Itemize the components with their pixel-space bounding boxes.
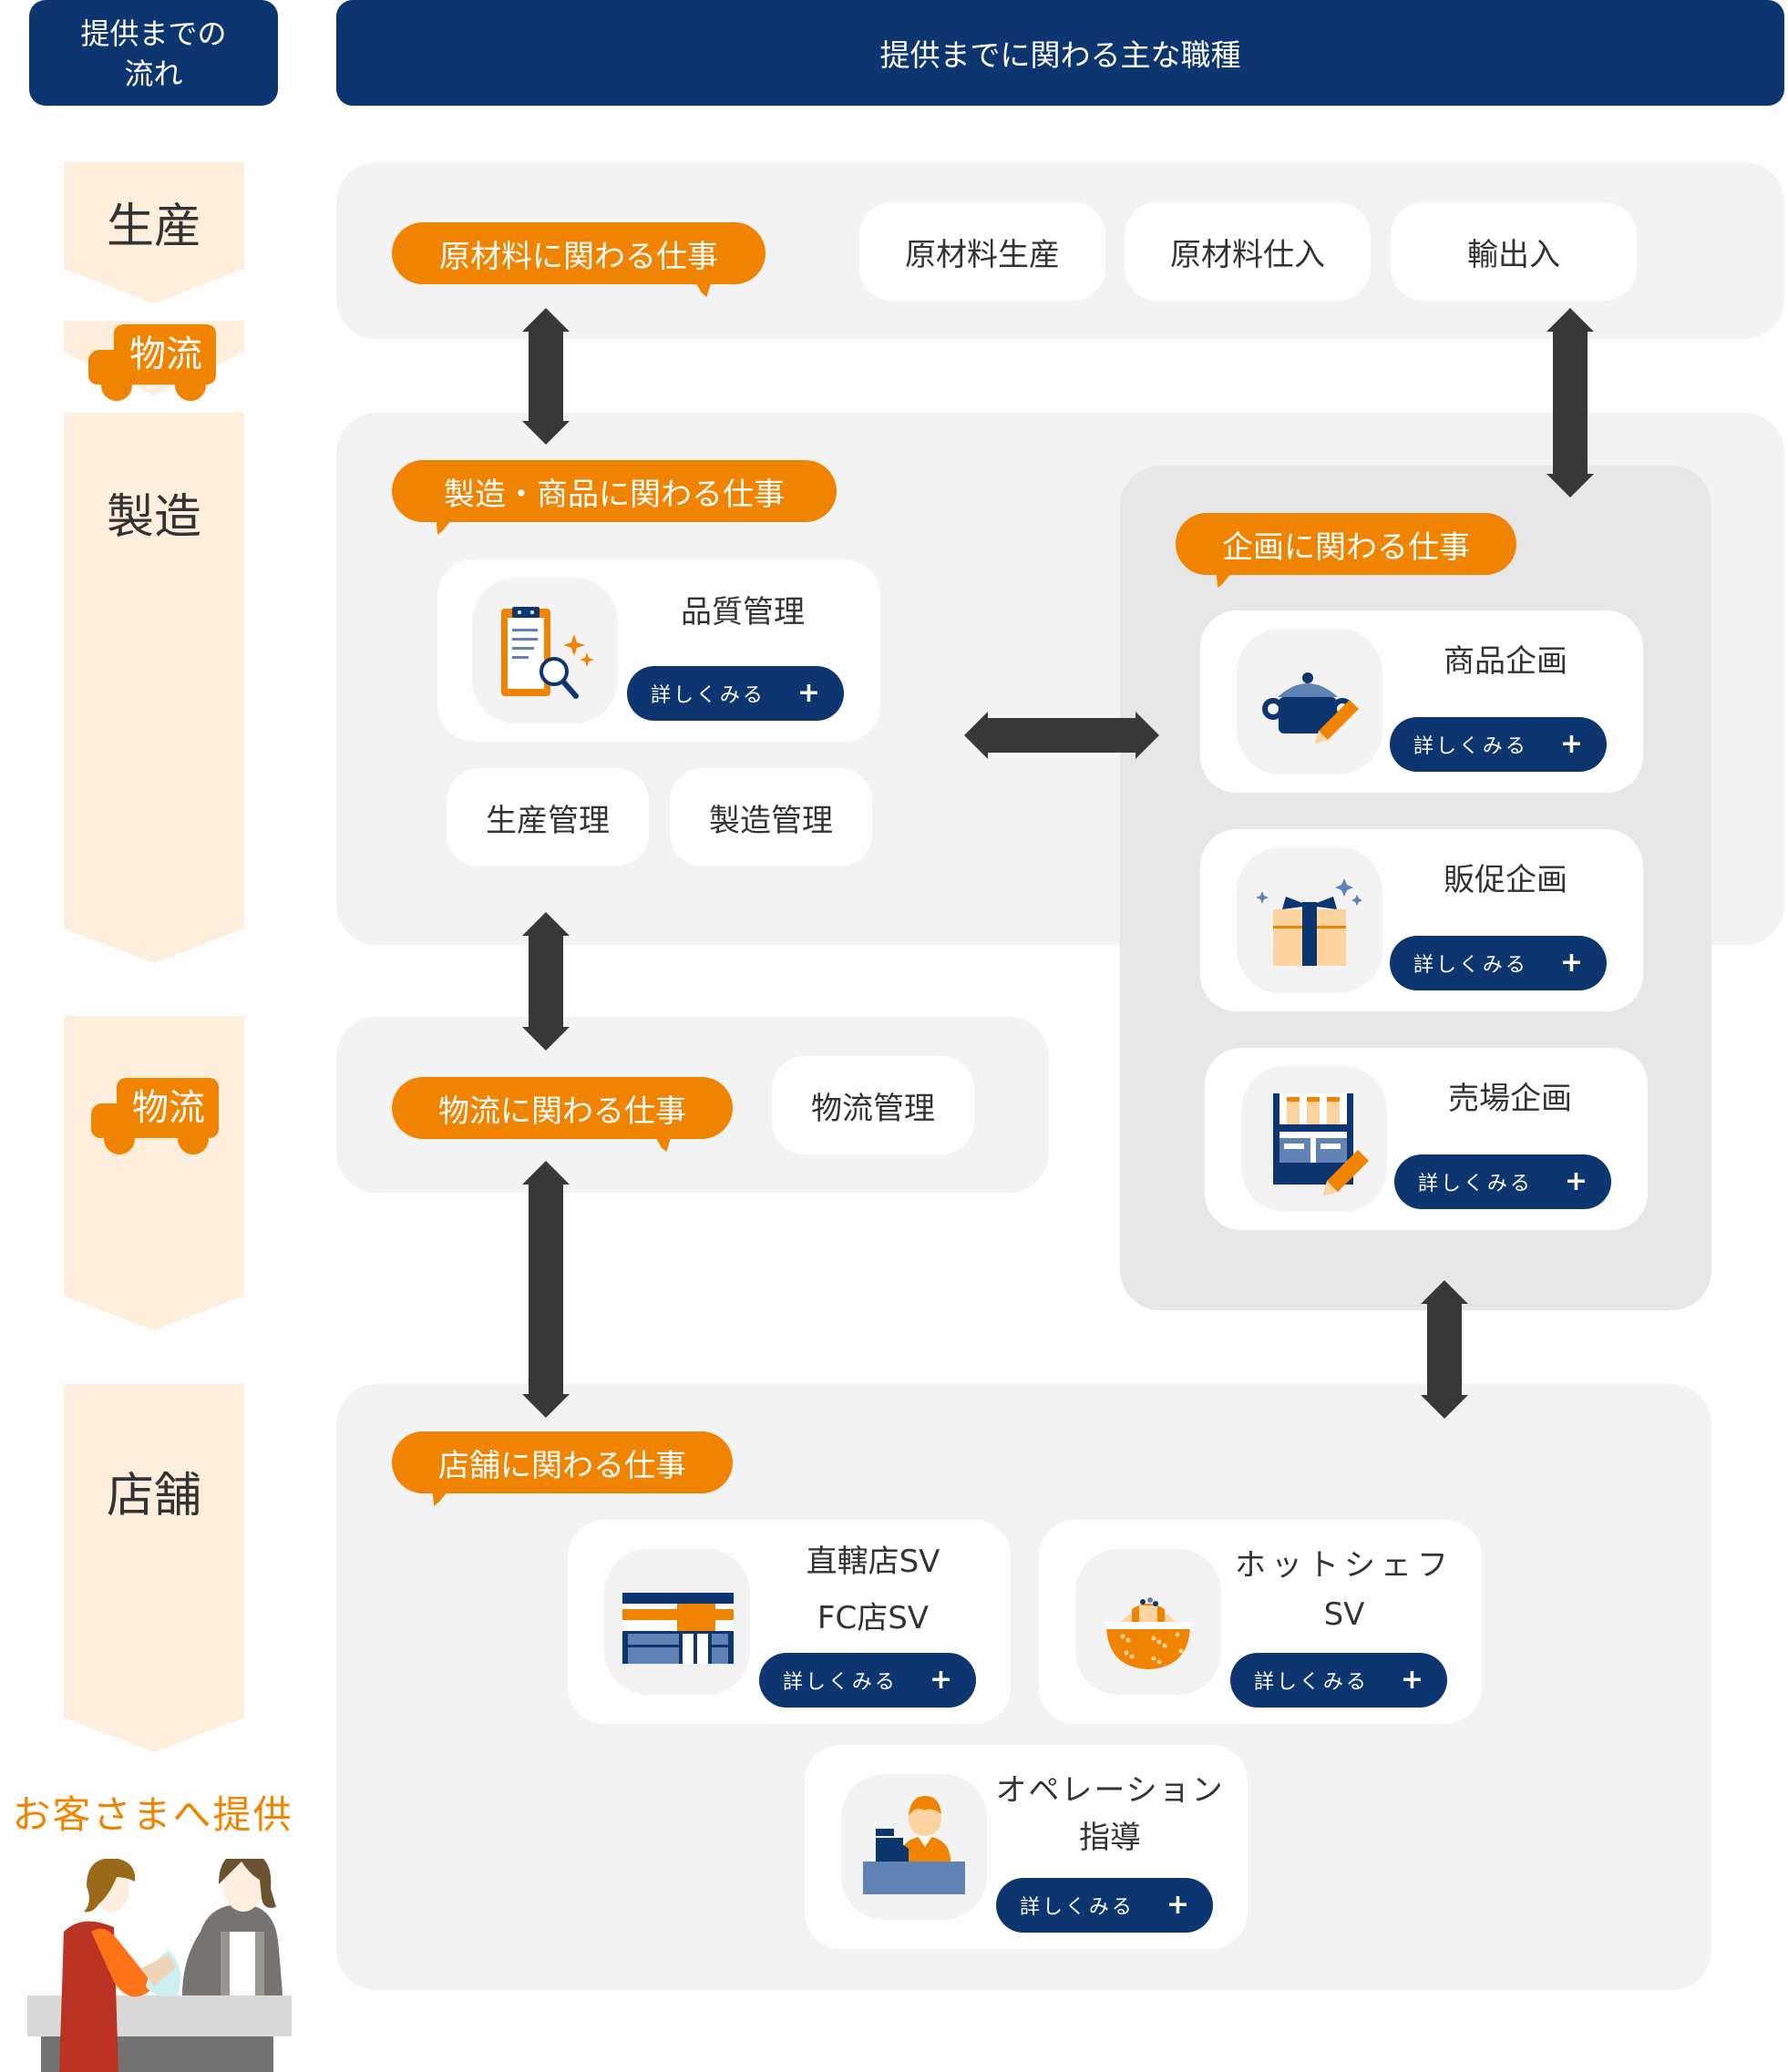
clipboard-magnifier-icon (472, 578, 618, 723)
stage-production: 生産 (64, 162, 244, 303)
manufacturing-bubble-label: 製造・商品に関わる仕事 (444, 476, 785, 513)
jobs-header-title: 提供までに関わる主な職種 (879, 37, 1241, 73)
stage-store-label: 店舗 (106, 1469, 201, 1523)
stage-manufacturing-label: 製造 (106, 490, 201, 545)
truck-icon: 物流 (88, 324, 216, 406)
job-card-title: 販促企画 (1444, 862, 1567, 898)
arrow-planning-to-store (1421, 1280, 1468, 1419)
plus-icon: + (1559, 947, 1583, 979)
arrow-manufacturing-to-planning (964, 712, 1159, 759)
logistics-bubble: 物流に関わる仕事 (392, 1077, 733, 1152)
stage-store: 店舗 (64, 1384, 244, 1752)
customer-label: お客さまへ提供 (12, 1792, 293, 1837)
pill-label: 輸出入 (1467, 236, 1560, 273)
more-button-product-planning[interactable]: 詳しくみる + (1390, 717, 1607, 772)
plus-icon: + (1166, 1889, 1189, 1921)
job-card-title-line1: ホットシェフ (1235, 1547, 1454, 1584)
store-bubble-label: 店舗に関わる仕事 (438, 1447, 686, 1484)
food-bowl-icon (1075, 1549, 1221, 1695)
job-card-title: 売場企画 (1448, 1081, 1572, 1117)
more-button-label: 詳しくみる (1413, 735, 1528, 758)
storefront-icon (604, 1549, 750, 1695)
job-card-title-line2: SV (1323, 1596, 1365, 1633)
logistics-bubble-label: 物流に関わる仕事 (438, 1092, 686, 1130)
job-card-promotion-planning: 販促企画 詳しくみる + (1200, 829, 1643, 1011)
more-button-label: 詳しくみる (651, 684, 766, 707)
job-card-title-line2: FC店SV (817, 1600, 930, 1636)
more-button-label: 詳しくみる (1254, 1671, 1369, 1694)
job-pill-manufacturing-control[interactable]: 製造管理 (670, 768, 872, 867)
pill-label: 物流管理 (811, 1090, 935, 1127)
job-card-title-line1: 直轄店SV (806, 1544, 940, 1580)
planning-bubble: 企画に関わる仕事 (1176, 513, 1516, 588)
job-card-sales-floor-planning: 売場企画 詳しくみる + (1205, 1048, 1648, 1230)
flow-header: 提供までの 流れ (29, 0, 278, 106)
plus-icon: + (1559, 728, 1583, 760)
pot-pencil-icon (1237, 629, 1382, 774)
plus-icon: + (929, 1664, 952, 1696)
pill-label: 製造管理 (709, 802, 833, 839)
more-button-quality-control[interactable]: 詳しくみる + (627, 666, 844, 721)
job-pill-logistics-management[interactable]: 物流管理 (772, 1056, 974, 1154)
job-pill-raw-material-purchasing[interactable]: 原材料仕入 (1125, 202, 1371, 301)
job-card-title: 商品企画 (1444, 643, 1567, 680)
job-card-title-line2: 指導 (1079, 1820, 1141, 1856)
pill-label: 原材料仕入 (1170, 236, 1325, 273)
job-card-quality-control: 品質管理 詳しくみる + (437, 559, 880, 742)
more-button-label: 詳しくみる (1413, 954, 1528, 977)
pill-label: 生産管理 (486, 802, 610, 839)
job-card-hot-chef-sv: ホットシェフ SV 詳しくみる + (1039, 1520, 1482, 1724)
job-card-operation-guidance: オペレーション 指導 詳しくみる + (805, 1745, 1248, 1949)
arrow-manufacturing-to-logistics (522, 912, 570, 1051)
arrow-raw-to-manufacturing (522, 308, 570, 445)
job-pill-production-control[interactable]: 生産管理 (447, 768, 649, 867)
job-card-title-line1: オペレーション (995, 1772, 1225, 1809)
jobs-header: 提供までに関わる主な職種 (336, 0, 1784, 106)
stage-logistics (64, 1016, 244, 1330)
arrow-logistics-to-store (522, 1161, 570, 1418)
more-button-sales-floor-planning[interactable]: 詳しくみる + (1394, 1154, 1611, 1209)
stage-production-label: 生産 (106, 200, 201, 254)
shelf-pencil-icon (1241, 1066, 1387, 1212)
flow-header-line1: 提供までの (80, 16, 227, 51)
raw-materials-bubble: 原材料に関わる仕事 (392, 222, 766, 297)
customer-service-illustration (27, 1859, 292, 2072)
more-button-hot-chef-sv[interactable]: 詳しくみる + (1230, 1653, 1447, 1708)
job-pill-raw-material-production[interactable]: 原材料生産 (859, 202, 1105, 301)
more-button-store-sv[interactable]: 詳しくみる + (759, 1653, 976, 1708)
truck-label: 物流 (129, 333, 202, 375)
store-bubble: 店舗に関わる仕事 (392, 1431, 733, 1506)
raw-materials-bubble-label: 原材料に関わる仕事 (439, 238, 718, 275)
cashier-icon (841, 1774, 987, 1920)
job-pill-import-export[interactable]: 輸出入 (1391, 202, 1637, 301)
gift-box-icon (1237, 847, 1382, 993)
job-card-title: 品質管理 (681, 594, 805, 631)
more-button-promotion-planning[interactable]: 詳しくみる + (1390, 936, 1607, 990)
stage-manufacturing: 製造 (64, 413, 244, 963)
arrow-import-to-planning (1547, 308, 1594, 497)
plus-icon: + (1400, 1664, 1423, 1696)
job-card-product-planning: 商品企画 詳しくみる + (1200, 610, 1643, 793)
pill-label: 原材料生産 (905, 236, 1060, 273)
flow-header-line2: 流れ (124, 56, 183, 91)
truck-icon: 物流 (91, 1078, 219, 1160)
plus-icon: + (796, 677, 820, 709)
more-button-label: 詳しくみる (783, 1671, 898, 1694)
truck-label: 物流 (132, 1087, 205, 1129)
planning-bubble-label: 企画に関わる仕事 (1222, 528, 1470, 566)
manufacturing-bubble: 製造・商品に関わる仕事 (392, 460, 837, 535)
more-button-operation-guidance[interactable]: 詳しくみる + (996, 1878, 1213, 1933)
more-button-label: 詳しくみる (1418, 1173, 1533, 1195)
plus-icon: + (1564, 1165, 1588, 1197)
job-card-store-sv: 直轄店SV FC店SV 詳しくみる + (568, 1520, 1011, 1724)
more-button-label: 詳しくみる (1020, 1896, 1135, 1919)
